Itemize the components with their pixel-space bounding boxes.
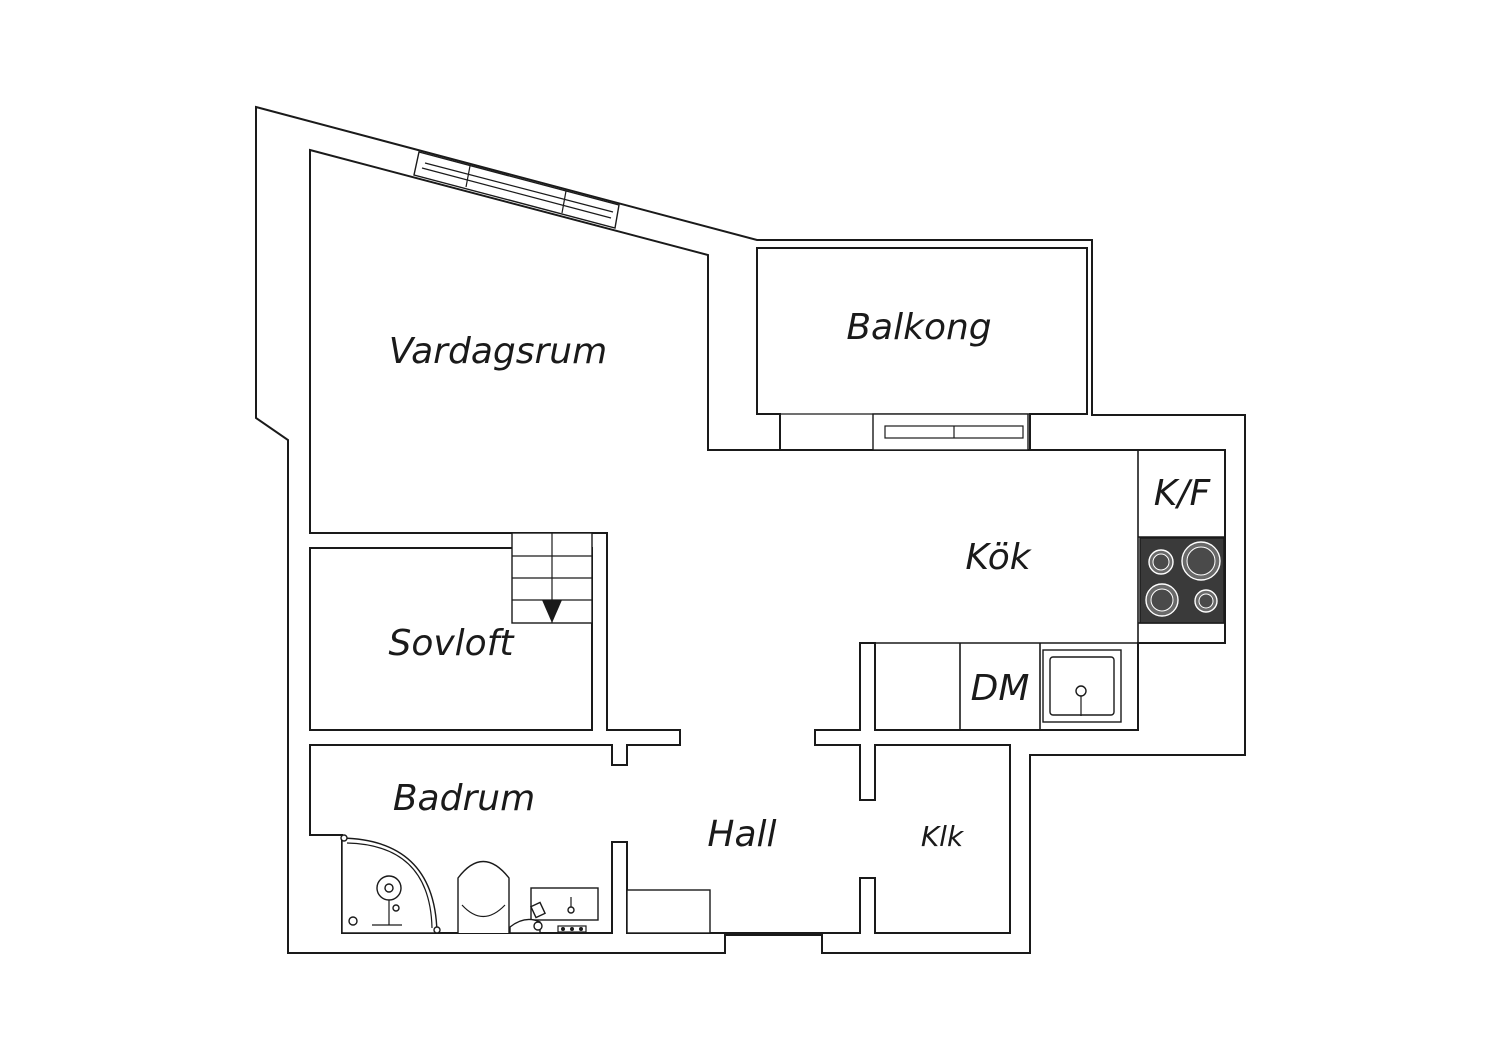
wall-mass — [255, 105, 1246, 954]
room-label-vardagsrum: Vardagsrum — [389, 331, 607, 372]
room-label-balkong: Balkong — [846, 307, 991, 348]
stove-icon — [1139, 537, 1225, 624]
room-label-dm: DM — [971, 668, 1030, 709]
room-label-sovloft: Sovloft — [389, 623, 516, 664]
sink-icon — [1042, 649, 1122, 723]
room-label-badrum: Badrum — [393, 778, 535, 819]
washbasin-icon — [509, 887, 599, 934]
stair-down-arrow-icon — [542, 600, 562, 623]
balcony-window — [872, 413, 1029, 451]
hall-cabinet — [626, 889, 711, 934]
shower-icon — [340, 834, 441, 934]
toilet-icon — [457, 861, 510, 933]
room-label-klk: Klk — [921, 820, 965, 853]
room-label-kf: K/F — [1154, 473, 1212, 514]
balcony-railing — [756, 247, 1088, 415]
living-room-window — [413, 151, 620, 229]
room-label-kok: Kök — [965, 537, 1032, 578]
room-label-hall: Hall — [707, 814, 776, 855]
staircase — [511, 532, 593, 624]
